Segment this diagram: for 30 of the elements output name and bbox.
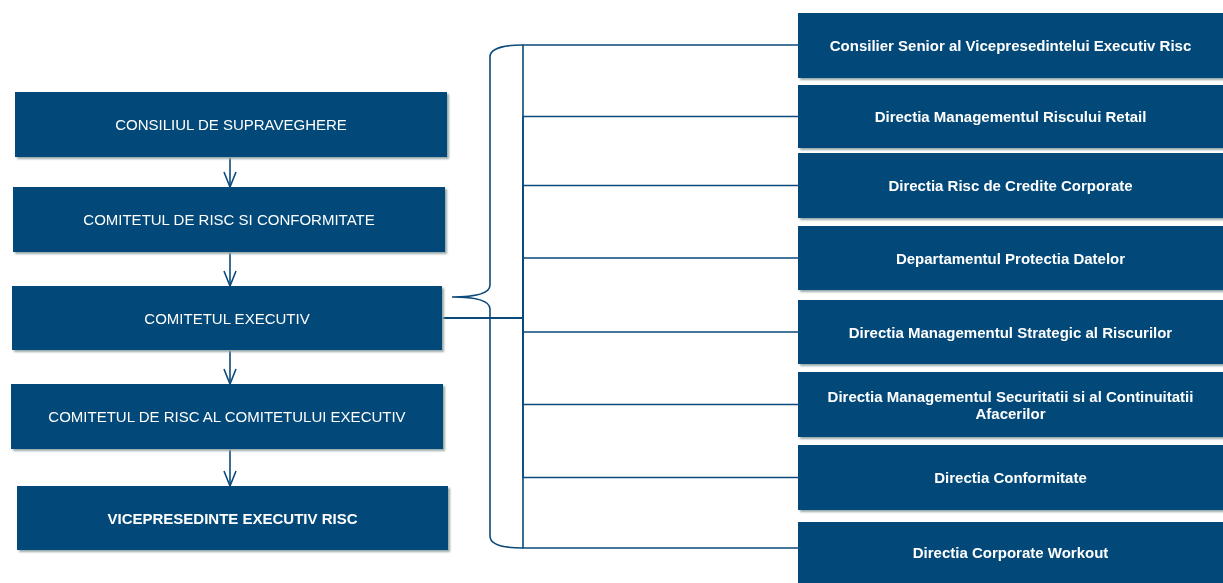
box-label: Departamentul Protectia Datelor [895,249,1126,267]
org-box [13,187,445,252]
arrow [223,349,237,385]
box-label: Directia Managementul Securitatii si al Continuitatii Afacerilor [826,387,1195,422]
box-label: Directia Corporate Workout [912,544,1109,561]
arrow [223,251,237,287]
org-box [798,13,1223,78]
box-label: CONSILIUL DE SUPRAVEGHERE [115,116,347,133]
box-label: COMITETUL DE RISC SI CONFORMITATE [83,211,375,228]
org-box [15,92,447,157]
box-label: Directia Conformitate [934,469,1087,486]
org-box [17,486,448,550]
org-box [798,445,1223,510]
org-box [798,226,1223,290]
box-label: COMITETUL EXECUTIV [144,309,310,327]
box-label: Directia Managementul Strategic al Riscurilor [848,323,1173,341]
arrow [223,156,237,188]
box-label: VICEPRESEDINTE EXECUTIV RISC [107,509,358,527]
box-label: Directia Risc de Credite Corporate [888,177,1133,194]
box-label: Consilier Senior al Vicepresedintelui Executiv Risc [829,37,1192,54]
box-label: COMITETUL DE RISC AL COMITETULUI EXECUTIV [48,408,406,425]
org-box [798,300,1223,364]
org-box [798,522,1223,583]
org-box [798,372,1223,437]
arrow [223,448,237,487]
box-label: Directia Managementul Riscului Retail [874,108,1147,125]
org-box [798,153,1223,218]
org-box [11,384,443,449]
org-box [798,85,1223,148]
org-box [12,286,442,350]
